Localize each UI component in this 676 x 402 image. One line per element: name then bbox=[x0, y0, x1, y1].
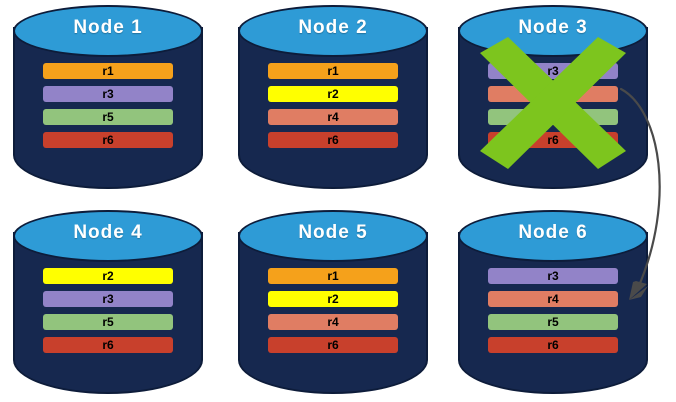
block-r2[interactable]: r2 bbox=[43, 268, 173, 284]
node-2[interactable]: Node 2 r1 r2 r4 r6 bbox=[238, 5, 428, 189]
node-3-label: Node 3 bbox=[518, 17, 588, 38]
block-r6[interactable]: r6 bbox=[43, 132, 173, 148]
node-2-label: Node 2 bbox=[298, 17, 368, 38]
node-6-label: Node 6 bbox=[518, 222, 588, 243]
cylinder-top bbox=[13, 5, 203, 57]
block-r6[interactable]: r6 bbox=[43, 337, 173, 353]
node-1-blocks: r1 r3 r5 r6 bbox=[43, 63, 173, 148]
block-r3[interactable]: r3 bbox=[488, 268, 618, 284]
block-r2[interactable]: r2 bbox=[268, 291, 398, 307]
block-r1[interactable]: r1 bbox=[43, 63, 173, 79]
block-r4[interactable]: r4 bbox=[268, 109, 398, 125]
block-r4[interactable]: r4 bbox=[488, 86, 618, 102]
block-r5[interactable]: r5 bbox=[488, 109, 618, 125]
block-r5[interactable]: r5 bbox=[488, 314, 618, 330]
node-4-label: Node 4 bbox=[73, 222, 143, 243]
cylinder-top bbox=[13, 210, 203, 262]
cylinder-top bbox=[238, 210, 428, 262]
node-4-blocks: r2 r3 r5 r6 bbox=[43, 268, 173, 353]
node-6-blocks: r3 r4 r5 r6 bbox=[488, 268, 618, 353]
block-r2[interactable]: r2 bbox=[268, 86, 398, 102]
block-r6[interactable]: r6 bbox=[488, 337, 618, 353]
node-3[interactable]: Node 3 r3 r4 r5 r6 bbox=[458, 5, 648, 189]
block-r5[interactable]: r5 bbox=[43, 314, 173, 330]
node-1[interactable]: Node 1 r1 r3 r5 r6 bbox=[13, 5, 203, 189]
node-5-blocks: r1 r2 r4 r6 bbox=[268, 268, 398, 353]
node-5[interactable]: Node 5 r1 r2 r4 r6 bbox=[238, 210, 428, 394]
block-r1[interactable]: r1 bbox=[268, 63, 398, 79]
block-r3[interactable]: r3 bbox=[43, 86, 173, 102]
cylinder-top bbox=[458, 210, 648, 262]
node-1-label: Node 1 bbox=[73, 17, 143, 38]
block-r6[interactable]: r6 bbox=[268, 337, 398, 353]
block-r4[interactable]: r4 bbox=[488, 291, 618, 307]
block-r1[interactable]: r1 bbox=[268, 268, 398, 284]
block-r4[interactable]: r4 bbox=[268, 314, 398, 330]
block-r6[interactable]: r6 bbox=[268, 132, 398, 148]
block-r3[interactable]: r3 bbox=[488, 63, 618, 79]
node-3-blocks: r3 r4 r5 r6 bbox=[488, 63, 618, 148]
cylinder-top bbox=[238, 5, 428, 57]
node-6[interactable]: Node 6 r3 r4 r5 r6 bbox=[458, 210, 648, 394]
node-2-blocks: r1 r2 r4 r6 bbox=[268, 63, 398, 148]
block-r6[interactable]: r6 bbox=[488, 132, 618, 148]
block-r3[interactable]: r3 bbox=[43, 291, 173, 307]
block-r5[interactable]: r5 bbox=[43, 109, 173, 125]
node-5-label: Node 5 bbox=[298, 222, 368, 243]
node-4[interactable]: Node 4 r2 r3 r5 r6 bbox=[13, 210, 203, 394]
